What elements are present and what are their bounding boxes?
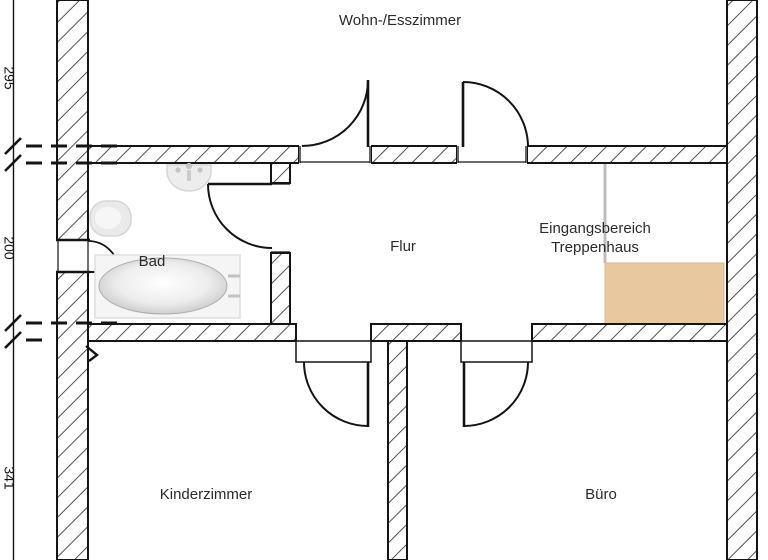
door-buero bbox=[460, 340, 533, 427]
wall-bottom-right-segment bbox=[531, 323, 728, 342]
room-label-wohn-esszimmer: Wohn-/Esszimmer bbox=[339, 12, 461, 29]
dimension-chain: 295 200 341 bbox=[1, 0, 122, 560]
door-swing-arc bbox=[301, 79, 369, 147]
stair-landing-area bbox=[604, 262, 725, 325]
wall-top-middle-segment bbox=[370, 145, 458, 164]
window-opening bbox=[55, 241, 90, 271]
wall-bottom-left-segment bbox=[87, 323, 297, 342]
room-label-bad: Bad bbox=[139, 253, 166, 270]
door-swing-arc bbox=[462, 81, 529, 148]
door-wohnzimmer-right bbox=[457, 81, 529, 164]
room-label-buero: Büro bbox=[585, 486, 617, 503]
wall-corner-mark bbox=[85, 345, 99, 362]
door-frame bbox=[295, 340, 372, 363]
wall-kinderzimmer-buero bbox=[387, 340, 408, 560]
door-opening bbox=[299, 145, 371, 164]
wall-bad-flur-upper bbox=[270, 162, 291, 184]
bathroom-fixtures bbox=[89, 162, 241, 319]
room-label-eingangsbereich: Eingangsbereich bbox=[539, 220, 651, 237]
door-frame bbox=[460, 340, 533, 363]
wall-exterior-right bbox=[726, 0, 758, 560]
walls bbox=[56, 0, 758, 560]
room-label-flur: Flur bbox=[390, 238, 416, 255]
room-labels: Wohn-/Esszimmer Flur Eingangsbereich Tre… bbox=[139, 12, 651, 503]
dimension-ticks bbox=[4, 137, 22, 349]
room-label-kinderzimmer: Kinderzimmer bbox=[160, 486, 253, 503]
dimension-label-341: 341 bbox=[1, 466, 17, 490]
door-swing-arc bbox=[303, 361, 369, 427]
wall-top-right-segment bbox=[526, 145, 728, 164]
door-bad bbox=[207, 182, 291, 253]
wall-bad-flur-lower bbox=[270, 252, 291, 325]
door-swing-arc bbox=[463, 361, 529, 427]
wall-exterior-left bbox=[56, 0, 89, 560]
door-opening bbox=[457, 145, 527, 164]
dimension-extension-lines bbox=[26, 144, 122, 342]
dimension-label-200: 200 bbox=[1, 236, 17, 260]
wall-top-left-segment bbox=[87, 145, 300, 164]
door-wohnzimmer-left bbox=[299, 79, 371, 164]
door-opening bbox=[270, 184, 291, 252]
toilet-icon bbox=[89, 200, 132, 237]
bathtub-icon bbox=[94, 254, 241, 319]
door-swing-arc bbox=[207, 183, 273, 249]
sink-icon bbox=[166, 162, 212, 192]
wall-bottom-middle-segment bbox=[370, 323, 462, 342]
dimension-label-295: 295 bbox=[1, 66, 17, 90]
room-label-treppenhaus: Treppenhaus bbox=[551, 239, 639, 256]
door-kinderzimmer bbox=[295, 340, 372, 427]
